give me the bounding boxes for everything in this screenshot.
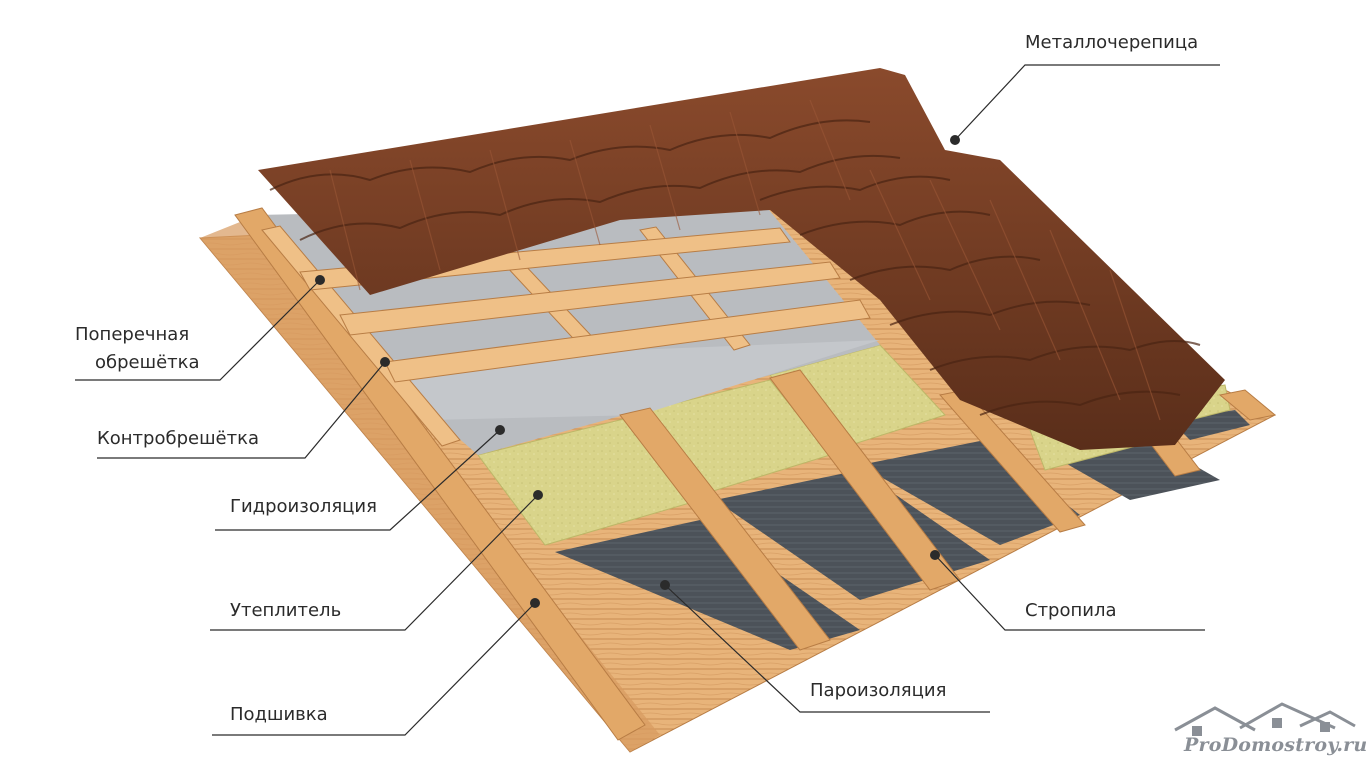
watermark-logo [1174, 702, 1356, 736]
leader-vapor [664, 584, 990, 713]
leader-lines [75, 64, 1220, 736]
rafters [234, 207, 1277, 741]
leader-cross-batten [75, 279, 321, 381]
label-cross-batten-line2: обрешётка [95, 352, 200, 373]
dot-waterproofing [495, 425, 505, 435]
leader-insulation [210, 494, 539, 631]
metal-tile-layer [258, 68, 1225, 450]
dot-counter-batten [380, 357, 390, 367]
label-metal-tile: Металлочерепица [1025, 32, 1199, 53]
watermark-brand: ProDomostroy.ru [1184, 734, 1366, 756]
label-soffit: Подшивка [230, 704, 328, 725]
label-cross-batten-line1: Поперечная [75, 324, 190, 345]
label-counter-batten: Контробрешётка [97, 428, 260, 449]
leader-soffit [212, 602, 536, 736]
label-vapor-barrier: Пароизоляция [810, 680, 947, 701]
leader-rafters [934, 554, 1205, 631]
dot-cross-batten [315, 275, 325, 285]
leader-dots [315, 135, 960, 608]
label-rafters: Стропила [1025, 600, 1117, 621]
dot-rafters [930, 550, 940, 560]
dot-vapor [660, 580, 670, 590]
dot-insulation [533, 490, 543, 500]
dot-metal-tile [950, 135, 960, 145]
leader-counter-batten [97, 361, 386, 459]
leader-waterproofing [215, 429, 501, 531]
dot-soffit [530, 598, 540, 608]
label-waterproofing: Гидроизоляция [230, 496, 377, 517]
label-insulation: Утеплитель [230, 600, 342, 621]
leader-metal-tile [954, 64, 1220, 141]
